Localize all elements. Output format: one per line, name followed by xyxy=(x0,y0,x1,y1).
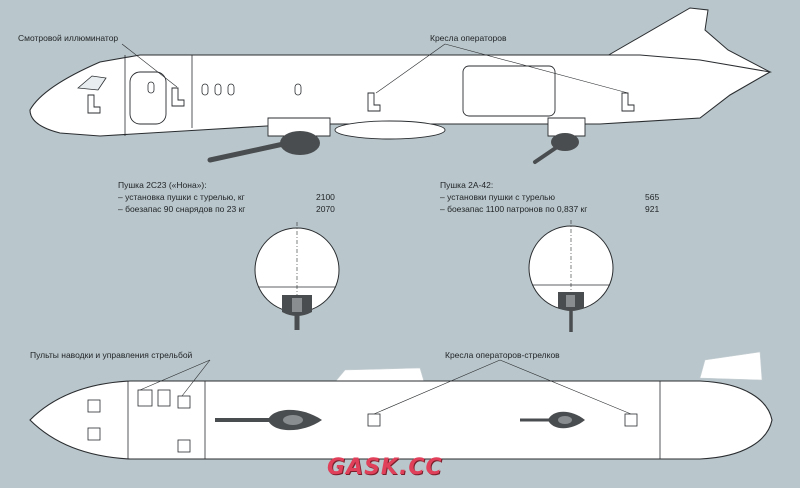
window xyxy=(214,83,222,96)
wing-root xyxy=(334,120,446,140)
side-view xyxy=(29,7,772,164)
window xyxy=(201,83,209,96)
cockpit-window xyxy=(77,75,107,91)
spec-value: 2100 xyxy=(316,192,335,202)
side-fuselage xyxy=(29,54,772,137)
pilot-seat xyxy=(87,427,101,441)
window xyxy=(147,81,155,94)
leader-line xyxy=(139,359,211,391)
label-illuminator: Смотровой иллюминатор xyxy=(18,33,119,43)
spec-label: – установки пушки с турелью xyxy=(440,192,555,202)
plan-fuselage xyxy=(29,380,773,460)
leader-line xyxy=(121,43,178,88)
operator-seat xyxy=(171,87,185,107)
gun-spec-left: Пушка 2С23 («Нона»): – установка пушки с… xyxy=(118,181,348,217)
operator-seat xyxy=(367,92,381,112)
turret-section-left xyxy=(254,222,340,330)
window xyxy=(294,83,302,96)
label-fire-control: Пульты наводки и управления стрельбой xyxy=(30,350,193,360)
leader-line xyxy=(373,359,501,415)
gun-title: Пушка 2А-42: xyxy=(440,180,494,190)
turret-2s23-core xyxy=(283,415,303,425)
spec-value: 565 xyxy=(645,192,660,202)
watermark: GASK.CC xyxy=(327,455,443,480)
gun-spec-right: Пушка 2А-42: – установки пушки с турелью… xyxy=(440,181,690,217)
leader-line xyxy=(444,43,629,94)
turret-2a42-core xyxy=(558,416,572,424)
pilot-seat xyxy=(87,399,101,413)
spec-label: – боезапас 90 снарядов по 23 кг xyxy=(118,204,246,214)
operator-seat xyxy=(87,94,101,114)
control-console xyxy=(137,389,153,407)
plan-view xyxy=(29,351,773,460)
leader-line xyxy=(375,43,446,94)
gun-title: Пушка 2С23 («Нона»): xyxy=(118,180,207,190)
operator-seat xyxy=(177,395,191,409)
belly-fairing xyxy=(547,117,586,137)
wing-right xyxy=(699,351,763,381)
control-console xyxy=(157,389,171,407)
label-operator-seats: Кресла операторов xyxy=(430,33,507,43)
leader-line xyxy=(181,359,211,397)
spec-label: – установка пушки с турелью, кг xyxy=(118,192,245,202)
side-door xyxy=(129,71,167,125)
gun-breech xyxy=(292,298,302,312)
window xyxy=(227,83,235,96)
barrel-2a42 xyxy=(533,143,562,164)
spec-label: – боезапас 1100 патронов по 0,837 кг xyxy=(440,204,588,214)
leader-line xyxy=(499,359,632,415)
spec-value: 2070 xyxy=(316,204,335,214)
turret-section-right xyxy=(528,220,614,332)
cargo-hatch xyxy=(462,65,556,117)
barrel-2s23 xyxy=(207,140,291,163)
label-gunner-seats: Кресла операторов-стрелков xyxy=(445,350,560,360)
operator-seat xyxy=(177,439,191,453)
gun-breech xyxy=(566,295,575,307)
belly-fairing xyxy=(267,117,331,137)
turret-2s23 xyxy=(280,131,320,155)
spec-value: 921 xyxy=(645,204,660,214)
